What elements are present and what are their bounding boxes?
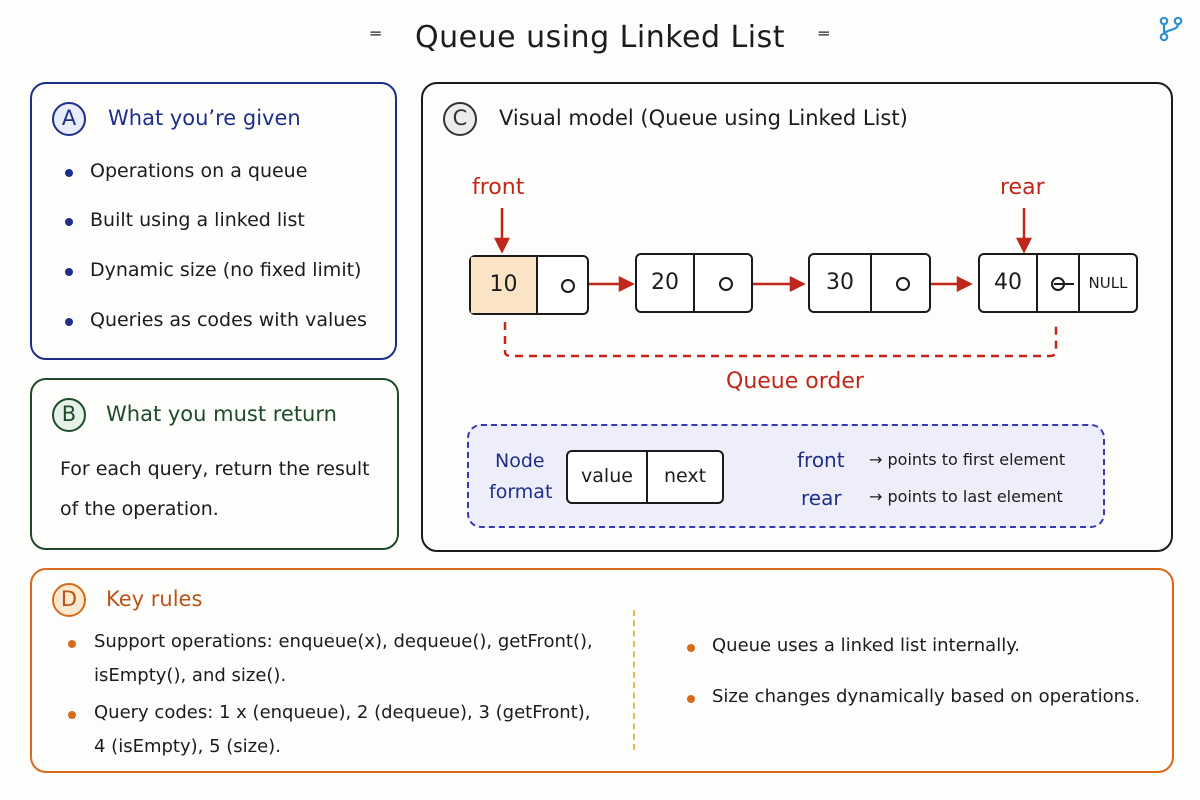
format-front-desc: → points to first element [869,450,1066,469]
null-label: NULL [1078,255,1136,311]
bullet-icon [65,268,73,276]
list-node-10: 10 [469,255,589,315]
queue-order-bracket [503,322,1058,358]
return-heading: What you must return [106,402,337,426]
queue-order-label: Queue order [726,369,864,394]
bullet-icon [68,640,76,648]
node-format-box: Node format value next front → points to… [467,424,1105,528]
rules-heading: Key rules [106,587,203,611]
rule-right-1: Queue uses a linked list internally. [712,635,1021,656]
bullet-icon [65,318,73,326]
panel-visual-model: C Visual model (Queue using Linked List) [421,82,1173,552]
pointer-dot-icon [896,277,910,291]
sparkle-left-icon: ⁼ [368,23,383,54]
git-branch-icon [1159,16,1183,42]
rule-left-2-line1: Query codes: 1 x (enqueue), 2 (dequeue),… [94,702,591,723]
rear-label: rear [1000,175,1045,200]
format-value-cell: value [568,452,648,502]
format-next-cell: next [663,465,707,487]
null-arrow [1054,283,1074,285]
rule-right-2: Size changes dynamically based on operat… [712,686,1141,707]
rules-divider [633,610,635,750]
front-label: front [472,175,525,200]
panel-key-rules: D Key rules Support operations: enqueue(… [30,568,1174,773]
node-value: 10 [471,257,538,313]
rule-left-2-line2: 4 (isEmpty), 5 (size). [94,736,281,757]
rule-left-1-line1: Support operations: enqueue(x), dequeue(… [94,631,593,652]
badge-c: C [443,102,477,136]
panel-return: B What you must return For each query, r… [30,378,399,550]
node-value: 40 [980,255,1038,311]
given-item: Built using a linked list [90,209,305,231]
sparkle-right-icon: ⁼ [817,23,832,54]
bullet-icon [687,695,695,703]
node-value: 30 [810,255,872,311]
format-node: value next [566,450,724,504]
bullet-icon [65,169,73,177]
return-text-line1: For each query, return the result [60,458,370,480]
visual-heading: Visual model (Queue using Linked List) [499,106,908,130]
bullet-icon [65,218,73,226]
format-rear-desc: → points to last element [869,487,1063,506]
list-node-30: 30 [808,253,931,313]
given-heading: What you’re given [108,106,301,130]
given-item: Dynamic size (no fixed limit) [90,259,362,281]
format-label-line1: Node [495,450,545,472]
rule-left-1-line2: isEmpty(), and size(). [94,665,287,686]
node-value: 20 [637,255,695,311]
badge-a: A [52,102,86,136]
pointer-dot-icon [719,277,733,291]
format-front-key: front [797,448,845,472]
page-title: ⁼ Queue using Linked List ⁼ [0,20,1200,55]
badge-d: D [52,583,86,617]
return-text-line2: of the operation. [60,498,219,520]
next-arrows [493,208,1033,293]
panel-given: A What you’re given Operations on a queu… [30,82,397,360]
given-item: Queries as codes with values [90,309,367,331]
given-item: Operations on a queue [90,160,308,182]
badge-b: B [52,398,86,432]
bullet-icon [68,711,76,719]
pointer-dot-icon [561,279,575,293]
list-node-20: 20 [635,253,753,313]
format-label-line2: format [489,481,553,503]
bullet-icon [687,644,695,652]
title-text: Queue using Linked List [414,20,785,55]
format-rear-key: rear [801,486,842,510]
